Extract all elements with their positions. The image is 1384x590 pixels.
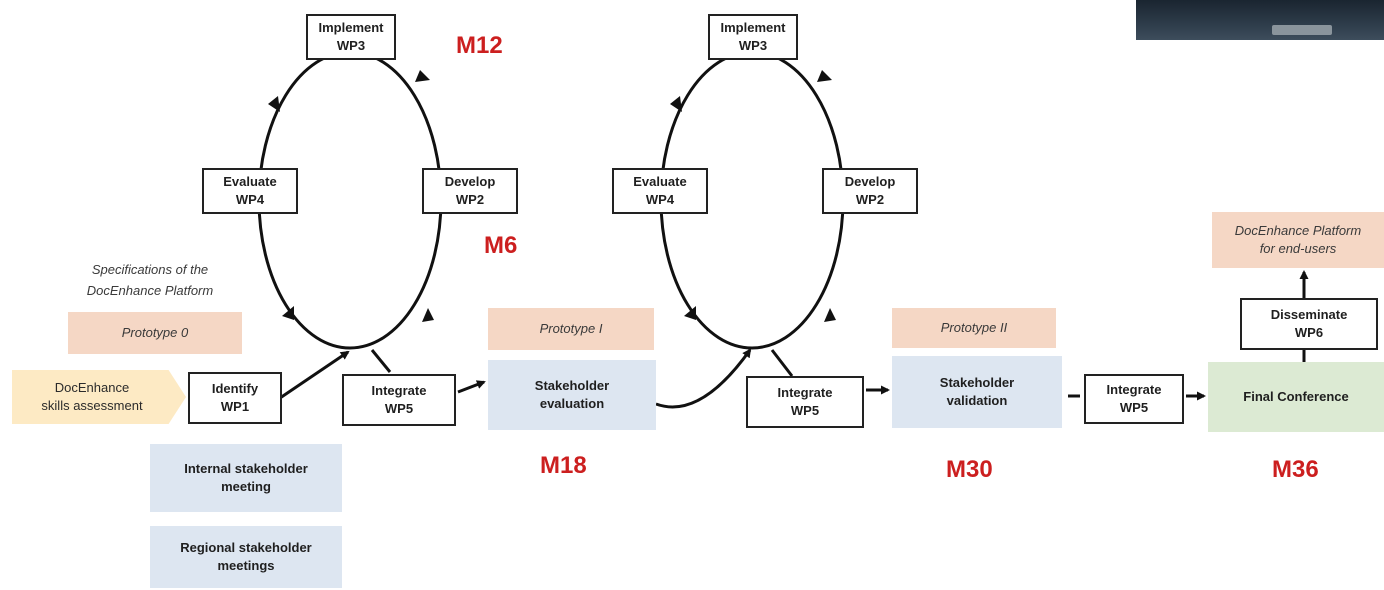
final-conference-box: Final Conference xyxy=(1208,362,1384,432)
cycle2-arrow-top-left xyxy=(670,96,682,112)
cycle1-arrow-top-left xyxy=(268,96,280,112)
milestone-m18: M18 xyxy=(540,452,587,479)
regional-stakeholder-meetings-box: Regional stakeholder meetings xyxy=(150,526,342,588)
cycle2-develop-box: Develop WP2 xyxy=(822,168,918,214)
identify-box: Identify WP1 xyxy=(188,372,282,424)
milestone-m30: M30 xyxy=(946,456,993,483)
prototype-2-label: Prototype II xyxy=(892,308,1056,348)
milestone-m12: M12 xyxy=(456,32,503,59)
cycle2-to-integrate2-connector xyxy=(770,349,794,377)
disseminate-box: Disseminate WP6 xyxy=(1240,298,1378,350)
integrate-box-3: Integrate WP5 xyxy=(1084,374,1184,424)
cycle1-implement-box: Implement WP3 xyxy=(306,14,396,60)
cycle2-evaluate-box: Evaluate WP4 xyxy=(612,168,708,214)
milestone-m6: M6 xyxy=(484,232,518,259)
corner-photo xyxy=(1136,0,1384,40)
cycle1-develop-box: Develop WP2 xyxy=(422,168,518,214)
cycle2-arrow-bottom-left xyxy=(684,306,696,320)
identify-to-cycle1-arrow xyxy=(279,350,350,400)
milestone-m36: M36 xyxy=(1272,456,1319,483)
cycle2-arrow-top-right xyxy=(817,70,832,82)
cycle1-to-integrate1-connector xyxy=(370,349,392,373)
cycle2-implement-box: Implement WP3 xyxy=(708,14,798,60)
integrate-box-1: Integrate WP5 xyxy=(342,374,456,426)
evaluation-to-cycle2-arrow xyxy=(655,348,752,409)
cycle1-evaluate-box: Evaluate WP4 xyxy=(202,168,298,214)
specs-note: Specifications of the DocEnhance Platfor… xyxy=(86,262,214,298)
cycle1-arrow-bottom-right xyxy=(422,308,434,322)
stakeholder-evaluation-box: Stakeholder evaluation xyxy=(488,360,656,430)
stakeholder-validation-box: Stakeholder validation xyxy=(892,356,1062,428)
cycle1-arrow-top-right xyxy=(415,70,430,82)
integrate1-to-evaluation-arrow xyxy=(457,380,486,394)
prototype-0-label: Prototype 0 xyxy=(68,312,242,354)
skills-assessment-box: DocEnhance skills assessment xyxy=(12,370,186,424)
internal-stakeholder-meeting-box: Internal stakeholder meeting xyxy=(150,444,342,512)
cycle2-arrow-bottom-right xyxy=(824,308,836,322)
prototype-1-label: Prototype I xyxy=(488,308,654,350)
cycle1-arrow-bottom-left xyxy=(282,306,294,320)
integrate-box-2: Integrate WP5 xyxy=(746,376,864,428)
platform-end-users-box: DocEnhance Platform for end-users xyxy=(1212,212,1384,268)
